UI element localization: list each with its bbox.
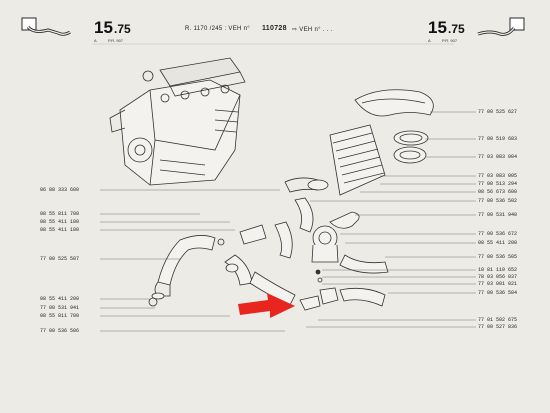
part-number: 08 55 411 100 <box>40 227 80 233</box>
part-number: 77 00 527 836 <box>478 324 518 330</box>
page-left-small-a: A <box>94 38 97 43</box>
part-number: 77 00 536 506 <box>40 328 80 334</box>
engine-block-drawing <box>109 57 246 186</box>
air-duct-drawing <box>284 89 434 196</box>
leader-lines-left <box>100 189 285 332</box>
model-line-c: ⇨ VEH n° . . . <box>292 27 333 33</box>
part-number: 77 00 536 672 <box>478 231 518 237</box>
page-number-right: 15 <box>428 18 447 37</box>
part-number: 77 00 519 683 <box>478 136 518 142</box>
model-line-b: 110728 <box>262 25 287 32</box>
hoses-drawing <box>148 197 389 311</box>
part-number: 08 56 673 600 <box>478 189 518 195</box>
part-number: 77 00 525 627 <box>478 109 518 115</box>
part-number: 77 00 536 505 <box>478 254 518 260</box>
page-number-left-sub: .75 <box>114 22 131 36</box>
part-number: 08 55 811 700 <box>40 313 80 319</box>
part-number: 77 00 531 940 <box>478 212 518 218</box>
part-number: 77 00 525 507 <box>40 256 80 262</box>
page-right-small-b: P.R. 907 <box>442 38 458 43</box>
part-number: 06 08 333 600 <box>40 187 80 193</box>
page-number-right-sub: .75 <box>448 22 465 36</box>
part-number: 77 03 083 005 <box>478 173 518 179</box>
page-right-small-a: A <box>428 38 431 43</box>
part-number: 10 81 110 652 <box>478 267 518 273</box>
part-number: 08 55 411 200 <box>40 296 80 302</box>
part-number: 08 55 411 200 <box>478 240 518 246</box>
part-number: 78 03 056 037 <box>478 274 518 280</box>
hose-icon-right <box>477 17 525 36</box>
part-number: 77 00 536 502 <box>478 198 518 204</box>
part-number: 77 01 502 675 <box>478 317 518 323</box>
part-number: 77 00 536 504 <box>478 290 518 296</box>
part-number: 77 03 083 004 <box>478 154 518 160</box>
part-number: 77 00 531 941 <box>40 305 80 311</box>
leader-lines-right <box>306 111 476 328</box>
model-line-a: R. 1170 /245 : VEH n° <box>185 26 250 32</box>
page-left-small-b: P.R. 907 <box>108 38 124 43</box>
part-number: 08 55 411 100 <box>40 219 80 225</box>
page-number-left: 15 <box>94 18 113 37</box>
red-arrow-icon <box>238 293 295 318</box>
hose-icon-left <box>21 17 71 36</box>
part-number: 77 03 001 021 <box>478 281 518 287</box>
part-number: 77 00 513 294 <box>478 181 518 187</box>
part-number: 08 55 811 700 <box>40 211 80 217</box>
